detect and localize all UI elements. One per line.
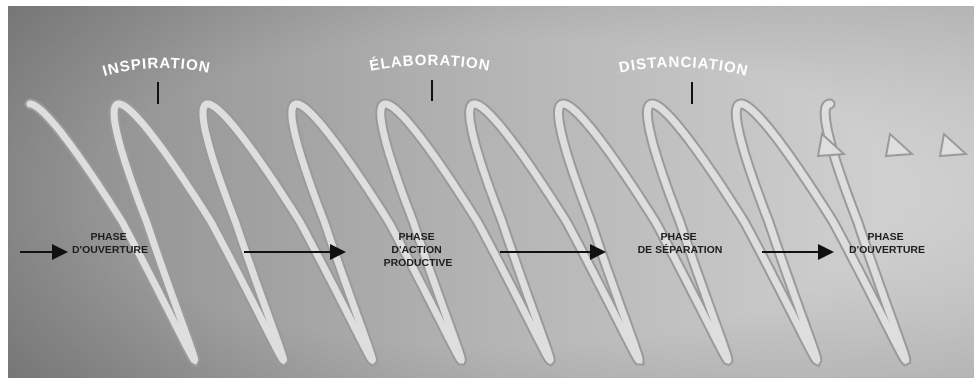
diagram-canvas: INSPIRATION ÉLABORATION DISTANCIATION PH…	[0, 0, 980, 385]
spiral-diagram: INSPIRATION ÉLABORATION DISTANCIATION PH…	[0, 0, 980, 385]
